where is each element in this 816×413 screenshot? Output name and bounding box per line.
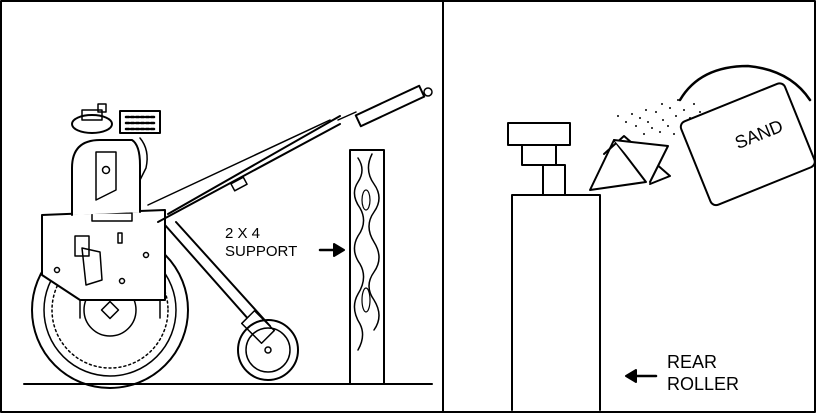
support-label-line1: 2 X 4 bbox=[225, 225, 260, 242]
funnel bbox=[589, 135, 671, 191]
roller-frame bbox=[41, 209, 166, 319]
right-arrow-icon bbox=[318, 243, 345, 257]
wood-support bbox=[349, 149, 385, 385]
roller-label-line2: ROLLER bbox=[667, 374, 739, 394]
engine bbox=[71, 103, 161, 216]
sand-bag: SAND bbox=[678, 64, 816, 207]
handle bbox=[147, 84, 433, 223]
rear-roller bbox=[507, 122, 601, 411]
support-label-line2: SUPPORT bbox=[225, 243, 297, 260]
right-panel: SAND REAR ROLLER bbox=[507, 64, 816, 411]
left-panel: 2 X 4 SUPPORT bbox=[23, 84, 433, 389]
left-arrow-icon bbox=[625, 369, 658, 383]
roller-label-line1: REAR bbox=[667, 352, 717, 372]
rear-strut bbox=[164, 221, 299, 381]
